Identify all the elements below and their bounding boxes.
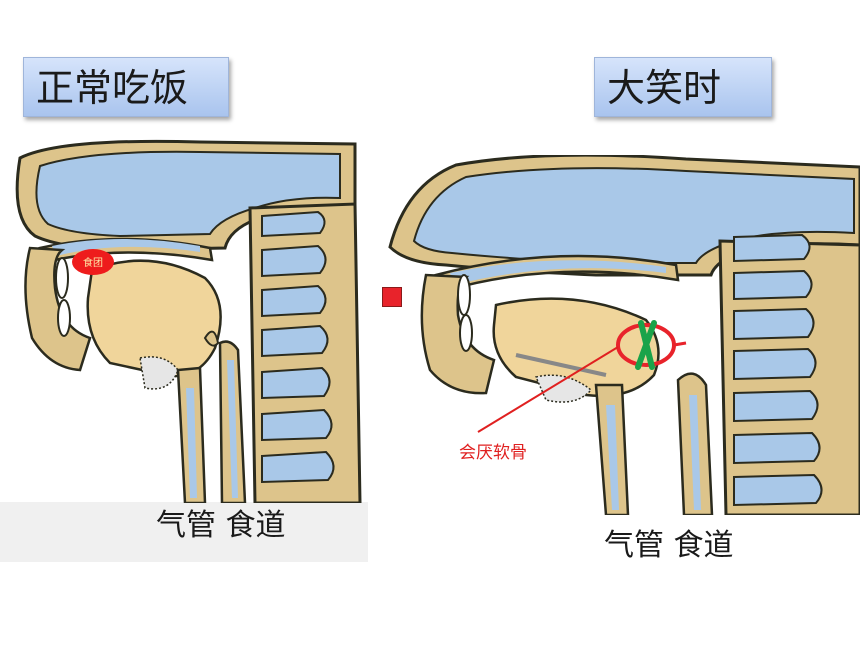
caption-right-trachea-esophagus: 气管 食道 [604,528,734,563]
caption-panel-left [0,502,368,562]
title-laughing: 大笑时 [594,57,772,117]
epiglottis-label: 会厌软骨 [459,443,527,463]
food-bolus-label: 食团 [83,256,103,269]
diagram-laughing [388,155,860,515]
diagram-normal-eating: 食团 [15,139,362,503]
title-normal-eating: 正常吃饭 [23,57,229,117]
caption-left-trachea-esophagus: 气管 食道 [156,508,286,543]
red-square-marker [382,287,402,307]
